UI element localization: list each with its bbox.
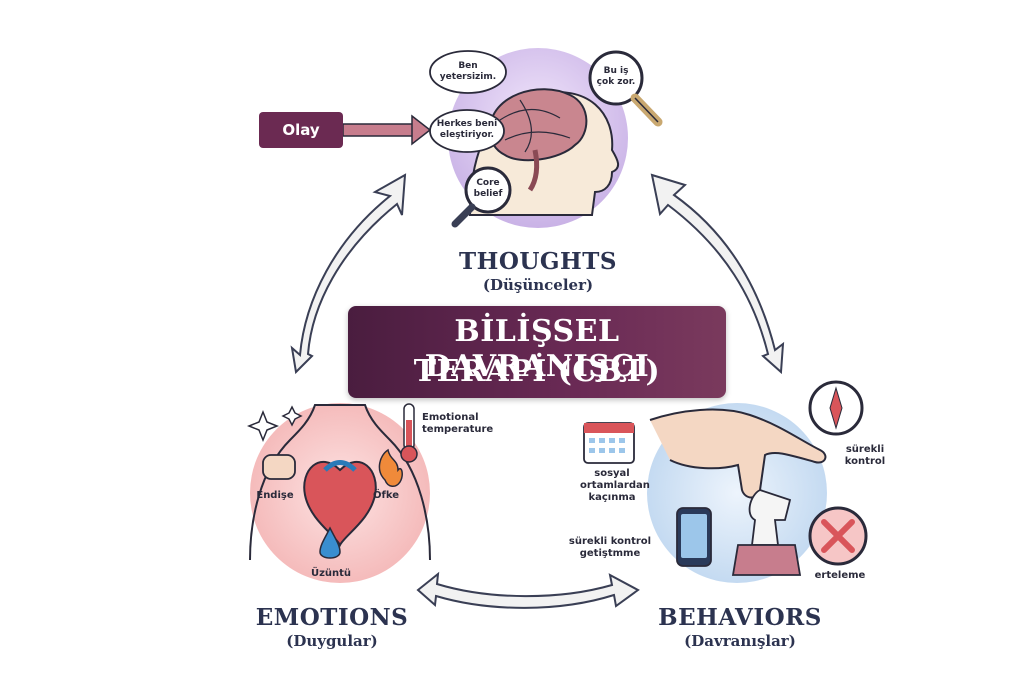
emotions-subtitle: (Duygular) (286, 632, 378, 650)
magnifier-text: Bu iş çok zor. (596, 66, 636, 87)
emotions-illustration (246, 403, 431, 583)
behaviors-title: BEHAVIORS (658, 604, 822, 631)
olay-label: Olay (259, 112, 343, 148)
banner-title-line1: BİLİŞSEL DAVRANIŞÇI (424, 314, 650, 384)
emotion-label-anxiety: Endişe (256, 490, 294, 501)
behavior-label-checking: sürekli kontrol getiştmme (568, 536, 652, 559)
cycle-arrows (290, 173, 785, 609)
behavior-label-avoidance: sosyal ortamlardan kaçınma (580, 468, 650, 503)
emotion-label-sadness: Üzüntü (310, 568, 352, 579)
emotions-title: EMOTIONS (255, 604, 409, 631)
olay-arrow (342, 114, 432, 146)
emotion-temperature-label: Emotional temperature (422, 412, 494, 435)
core-belief-text: Core belief (473, 178, 503, 199)
behavior-label-constant-control: sürekli kontrol (844, 444, 886, 467)
thoughts-title: THOUGHTS (458, 248, 618, 275)
center-title-banner: BİLİŞSEL DAVRANIŞÇI TERAPİ (CBT) (348, 306, 726, 398)
banner-title-line2: TERAPİ (CBT) (413, 354, 661, 389)
thought-bubble-text: Herkes beni eleştiriyor. (436, 119, 498, 140)
emotion-label-anger: Öfke (372, 490, 399, 501)
thought-bubbles (429, 50, 663, 228)
behaviors-illustration (583, 380, 868, 583)
behavior-label-procrastination: erteleme (814, 570, 866, 581)
thoughts-subtitle: (Düşünceler) (482, 276, 594, 294)
behaviors-subtitle: (Davranışlar) (684, 632, 796, 650)
thought-bubble-text: Ben yetersizim. (439, 61, 497, 82)
